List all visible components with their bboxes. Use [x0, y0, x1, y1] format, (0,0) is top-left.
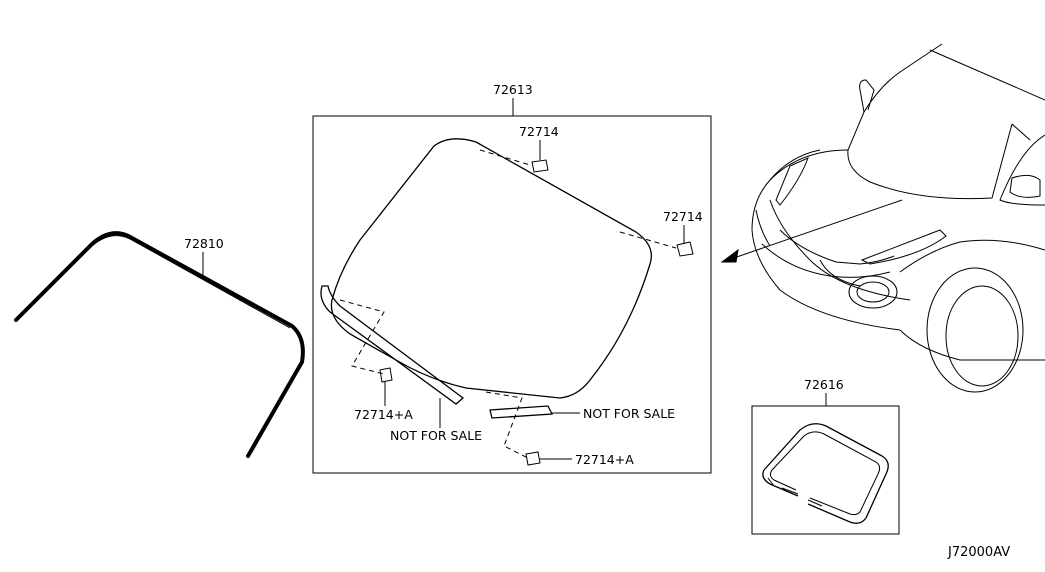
dam-kit-group: 72616 [751, 377, 900, 535]
windshield-molding-part: 72810 [14, 231, 305, 458]
right-clip-icon [676, 241, 694, 257]
bottom-clip-part-number: 72714+A [575, 452, 634, 467]
dam-kit-outer [762, 423, 889, 524]
windshield-glass-outline [330, 138, 653, 399]
right-clip-part-number: 72714 [663, 209, 703, 224]
top-clip-part-number: 72714 [519, 124, 559, 139]
car-front-illustration [720, 43, 1045, 393]
windshield-glass-group: 72613 72714 72714 72714+A NOT FOR SALE N… [312, 82, 712, 474]
dam-kit-part-number: 72616 [804, 377, 844, 392]
left-clip-icon [379, 367, 393, 383]
top-clip-icon [531, 159, 549, 173]
left-clip-part-number: 72714+A [354, 407, 413, 422]
bottom-clip-icon [525, 451, 541, 466]
molding-part-number: 72810 [184, 236, 224, 251]
left-lower-molding [320, 285, 465, 405]
glass-callout-box [312, 115, 712, 474]
right-not-for-sale-label: NOT FOR SALE [583, 406, 675, 421]
left-not-for-sale-label: NOT FOR SALE [390, 428, 482, 443]
dam-kit-callout-box [751, 405, 900, 535]
dam-kit-inner [769, 431, 881, 516]
bottom-right-molding [489, 405, 554, 419]
glass-part-number: 72613 [493, 82, 533, 97]
diagram-code: J72000AV [947, 545, 1010, 560]
